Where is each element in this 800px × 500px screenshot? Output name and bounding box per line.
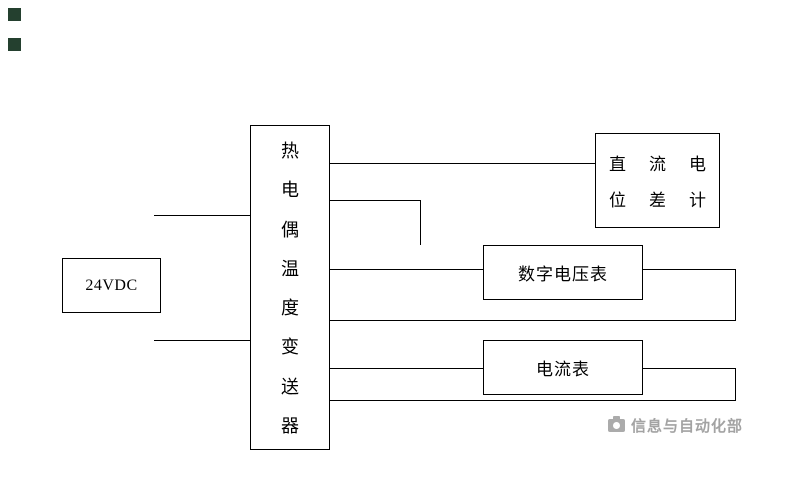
potentiometer-char: 流 bbox=[649, 155, 666, 175]
corner-marker-top bbox=[8, 8, 21, 21]
wire-ammeter-output bbox=[643, 368, 735, 369]
power-supply-label: 24VDC bbox=[85, 276, 138, 294]
wire-ammeter-return bbox=[330, 400, 736, 401]
transmitter-char: 送 bbox=[281, 376, 299, 397]
watermark: 信息与自动化部 bbox=[608, 415, 743, 436]
transmitter-char: 偶 bbox=[281, 219, 299, 240]
voltmeter-label: 数字电压表 bbox=[518, 265, 608, 284]
voltmeter-box: 数字电压表 bbox=[483, 245, 643, 300]
camera-icon bbox=[608, 416, 625, 432]
transmitter-char: 器 bbox=[281, 415, 299, 436]
wire-left-bottom bbox=[154, 340, 250, 341]
watermark-text: 信息与自动化部 bbox=[631, 418, 744, 435]
potentiometer-row-2: 位 差 计 bbox=[609, 186, 706, 211]
wire-voltmeter-return bbox=[330, 320, 736, 321]
transmitter-char: 变 bbox=[281, 337, 299, 358]
wire-voltmeter-output bbox=[643, 269, 735, 270]
transmitter-char: 度 bbox=[281, 298, 299, 319]
potentiometer-char: 计 bbox=[689, 190, 706, 210]
transmitter-char: 电 bbox=[281, 180, 299, 201]
transmitter-char: 温 bbox=[281, 258, 299, 279]
power-supply-box: 24VDC bbox=[62, 258, 161, 313]
potentiometer-char: 位 bbox=[609, 190, 626, 210]
potentiometer-char: 电 bbox=[689, 155, 706, 175]
wire-potentiometer-input bbox=[330, 163, 595, 164]
wire-ammeter-input bbox=[330, 368, 483, 369]
potentiometer-char: 直 bbox=[609, 155, 626, 175]
transmitter-char: 热 bbox=[281, 141, 299, 161]
transmitter-box: 热 电 偶 温 度 变 送 器 bbox=[250, 125, 330, 450]
ammeter-label: 电流表 bbox=[536, 360, 590, 379]
corner-marker-bottom bbox=[8, 38, 21, 51]
potentiometer-row-1: 直 流 电 bbox=[609, 150, 706, 175]
wire-step-horizontal bbox=[330, 200, 420, 201]
wire-step-vertical bbox=[420, 200, 421, 245]
wire-left-top bbox=[154, 215, 250, 216]
wire-ammeter-right-drop bbox=[735, 368, 736, 400]
wire-voltmeter-right-drop bbox=[735, 269, 736, 320]
wire-voltmeter-input bbox=[330, 269, 483, 270]
potentiometer-char: 差 bbox=[649, 190, 666, 210]
ammeter-box: 电流表 bbox=[483, 340, 643, 395]
potentiometer-box: 直 流 电 位 差 计 bbox=[595, 133, 720, 228]
